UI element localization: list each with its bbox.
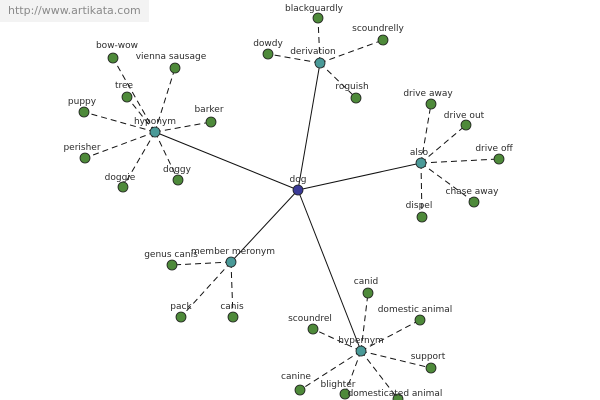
leaf-node[interactable] bbox=[172, 174, 184, 186]
edge-center-derivation bbox=[297, 62, 321, 191]
leaf-node[interactable] bbox=[414, 314, 426, 326]
edge-member-meronym-leaf bbox=[171, 261, 232, 266]
hub-node-hyponym[interactable] bbox=[149, 126, 161, 138]
leaf-node[interactable] bbox=[425, 98, 437, 110]
edge-hyponym-leaf bbox=[154, 131, 179, 181]
leaf-node[interactable] bbox=[107, 52, 119, 64]
edge-center-also bbox=[297, 162, 422, 191]
leaf-node[interactable] bbox=[175, 311, 187, 323]
edge-derivation-leaf bbox=[267, 53, 321, 64]
leaf-label: blighter bbox=[321, 380, 356, 390]
center-label: dog bbox=[290, 175, 307, 185]
leaf-node[interactable] bbox=[79, 152, 91, 164]
edge-member-meronym-leaf bbox=[230, 261, 234, 318]
hub-node-hypernym[interactable] bbox=[355, 345, 367, 357]
leaf-node[interactable] bbox=[78, 106, 90, 118]
leaf-label: genus canis bbox=[144, 250, 198, 260]
edge-hyponym-leaf bbox=[122, 131, 156, 188]
leaf-label: tree bbox=[115, 81, 134, 91]
leaf-node[interactable] bbox=[169, 62, 181, 74]
edge-derivation-leaf bbox=[319, 39, 384, 64]
edge-also-leaf bbox=[420, 162, 475, 203]
leaf-node[interactable] bbox=[425, 362, 437, 374]
hub-label-derivation: derivation bbox=[290, 47, 336, 57]
hub-label-also: also bbox=[410, 148, 429, 158]
leaf-label: canid bbox=[354, 277, 378, 287]
edge-derivation-leaf bbox=[319, 62, 357, 99]
leaf-label: vienna sausage bbox=[136, 52, 207, 62]
edge-hypernym-leaf bbox=[344, 350, 362, 395]
leaf-label: doggie bbox=[105, 173, 136, 183]
leaf-node[interactable] bbox=[312, 12, 324, 24]
leaf-label: dispel bbox=[406, 201, 433, 211]
edge-hyponym-leaf bbox=[112, 57, 156, 133]
leaf-node[interactable] bbox=[493, 153, 505, 165]
leaf-label: perisher bbox=[63, 143, 100, 153]
edge-also-leaf bbox=[420, 162, 423, 218]
hub-label-member-meronym: member meronym bbox=[191, 247, 275, 257]
leaf-node[interactable] bbox=[294, 384, 306, 396]
hub-node-also[interactable] bbox=[415, 157, 427, 169]
edge-hyponym-leaf bbox=[126, 96, 156, 133]
hub-label-hyponym: hyponym bbox=[134, 117, 176, 127]
edge-center-hyponym bbox=[154, 131, 299, 191]
leaf-label: canine bbox=[281, 372, 311, 382]
leaf-label: canis bbox=[220, 302, 244, 312]
leaf-node[interactable] bbox=[307, 323, 319, 335]
edge-derivation-leaf bbox=[317, 17, 321, 64]
hub-node-member-meronym[interactable] bbox=[225, 256, 237, 268]
leaf-node[interactable] bbox=[416, 211, 428, 223]
leaf-node[interactable] bbox=[262, 48, 274, 60]
leaf-label: pack bbox=[170, 302, 192, 312]
edge-hypernym-leaf bbox=[360, 350, 399, 400]
edge-hypernym-leaf bbox=[360, 350, 432, 369]
leaf-label: domestic animal bbox=[378, 305, 453, 315]
leaf-label: support bbox=[411, 352, 446, 362]
leaf-label: drive away bbox=[403, 89, 453, 99]
leaf-label: scoundrel bbox=[288, 314, 332, 324]
edge-member-meronym-leaf bbox=[180, 261, 232, 318]
edge-hyponym-leaf bbox=[84, 131, 156, 159]
leaf-node[interactable] bbox=[121, 91, 133, 103]
watermark-url: http://www.artikata.com bbox=[0, 0, 149, 22]
leaf-node[interactable] bbox=[166, 259, 178, 271]
leaf-label: doggy bbox=[163, 165, 192, 175]
leaf-label: dowdy bbox=[253, 39, 283, 49]
leaf-node[interactable] bbox=[468, 196, 480, 208]
edge-also-leaf bbox=[420, 158, 500, 164]
edge-hypernym-leaf bbox=[312, 328, 362, 352]
leaf-node[interactable] bbox=[392, 393, 404, 400]
leaf-node[interactable] bbox=[117, 181, 129, 193]
leaf-node[interactable] bbox=[205, 116, 217, 128]
leaf-node[interactable] bbox=[377, 34, 389, 46]
edge-hypernym-leaf bbox=[299, 350, 362, 391]
leaf-label: scoundrelly bbox=[352, 24, 404, 34]
edge-center-member-meronym bbox=[230, 189, 299, 263]
leaf-label: blackguardly bbox=[285, 4, 344, 14]
leaf-label: bow-wow bbox=[96, 41, 138, 51]
leaf-label: chase away bbox=[446, 187, 500, 197]
hub-label-hypernym: hypernym bbox=[338, 336, 384, 346]
leaf-label: roguish bbox=[335, 82, 368, 92]
edge-hyponym-leaf bbox=[154, 67, 176, 133]
leaf-node[interactable] bbox=[362, 287, 374, 299]
center-node[interactable] bbox=[292, 184, 304, 196]
leaf-label: domesticated animal bbox=[348, 389, 443, 399]
leaf-node[interactable] bbox=[227, 311, 239, 323]
leaf-node[interactable] bbox=[460, 119, 472, 131]
leaf-label: drive off bbox=[475, 144, 513, 154]
hub-node-derivation[interactable] bbox=[314, 57, 326, 69]
edge-hyponym-leaf bbox=[83, 111, 156, 133]
edge-center-hypernym bbox=[297, 189, 362, 352]
leaf-node[interactable] bbox=[350, 92, 362, 104]
leaf-label: puppy bbox=[68, 97, 97, 107]
edge-hypernym-leaf bbox=[360, 319, 421, 352]
leaf-label: barker bbox=[194, 105, 223, 115]
leaf-label: drive out bbox=[444, 111, 485, 121]
leaf-node[interactable] bbox=[339, 388, 351, 400]
